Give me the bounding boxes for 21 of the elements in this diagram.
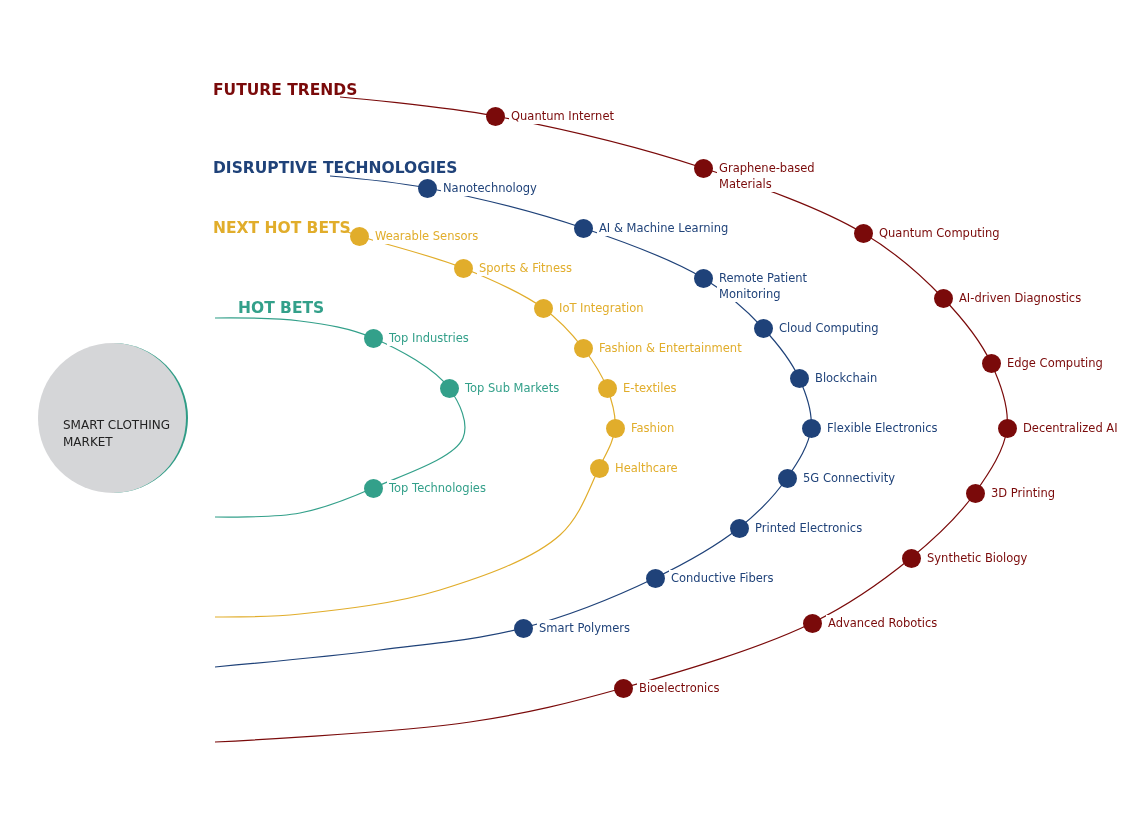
item-label: Cloud Computing <box>777 320 881 336</box>
item-label: Top Industries <box>387 330 471 346</box>
item-label: 5G Connectivity <box>801 470 897 486</box>
item-label: Wearable Sensors <box>373 228 481 244</box>
item-label: Synthetic Biology <box>925 550 1030 566</box>
item-label: AI & Machine Learning <box>597 220 731 236</box>
ring-title: DISRUPTIVE TECHNOLOGIES <box>213 159 458 177</box>
item-label: Quantum Internet <box>509 108 616 124</box>
item-label: Sports & Fitness <box>477 260 574 276</box>
item-label: Smart Polymers <box>537 620 632 636</box>
item-label: Top Technologies <box>387 480 488 496</box>
item-label: AI-driven Diagnostics <box>957 290 1084 306</box>
item-label: Edge Computing <box>1005 355 1105 371</box>
ring-title: FUTURE TRENDS <box>213 81 358 99</box>
ring-title: HOT BETS <box>238 299 325 317</box>
item-label: Quantum Computing <box>877 225 1002 241</box>
item-label: Nanotechnology <box>441 180 539 196</box>
item-label: Top Sub Markets <box>463 380 562 396</box>
ring-title: NEXT HOT BETS <box>213 219 351 237</box>
market-title: SMART CLOTHING MARKET <box>63 417 172 451</box>
item-label: IoT Integration <box>557 300 646 316</box>
